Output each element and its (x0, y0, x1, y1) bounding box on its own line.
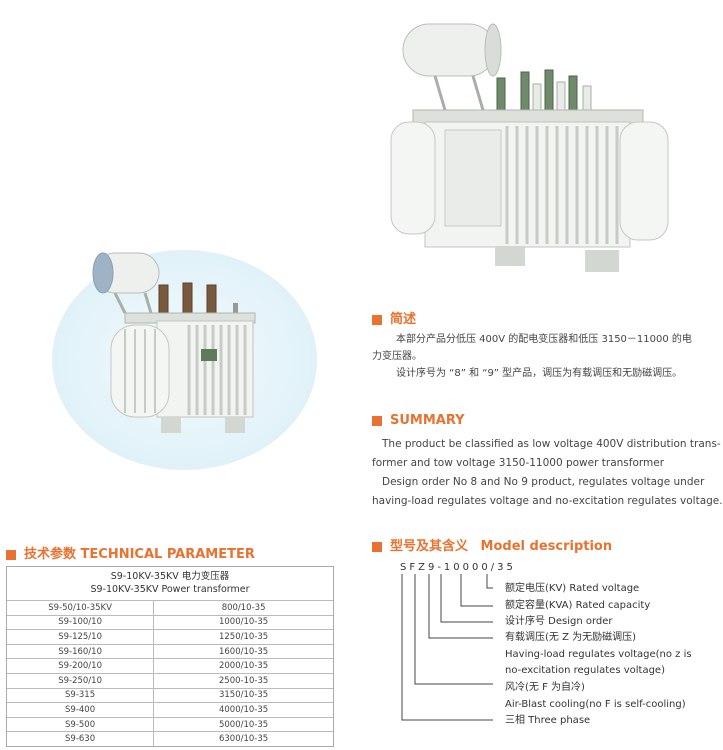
model-heading: 型号及其含义 Model description (372, 535, 612, 554)
capacity-cell: 6300/10-35 (153, 731, 333, 746)
model-cell: S9-100/10 (7, 614, 155, 630)
bullet-square-icon (6, 549, 16, 560)
label-onload-cn: 有载调压(无 Z 为无励磁调压) (505, 632, 637, 643)
intro-heading: 简述 (372, 308, 416, 327)
model-cell: S9-630 (7, 731, 155, 746)
label-cooling-cn: 风冷(无 F 为自冷) (505, 682, 585, 693)
summary-heading: SUMMARY (372, 413, 465, 428)
intro-paragraph-2: 设计序号为 “8” 和 “9” 型产品，调压为有载调压和无励磁调压。 (396, 368, 683, 379)
capacity-cell: 5000/10-35 (153, 716, 333, 732)
model-cell: S9-315 (7, 687, 155, 703)
model-cell: S9-400 (7, 702, 155, 718)
intro-text: 本部分产品分低压 400V 的配电变压器和低压 3150－11000 的电力变压… (372, 331, 698, 382)
model-cell: S9-125/10 (7, 629, 155, 645)
model-cell: S9-200/10 (7, 658, 155, 674)
label-rated-voltage: 额定电压(KV) Rated voltage (505, 583, 640, 594)
label-three-phase: 三相 Three phase (505, 715, 591, 726)
summary-line-2: former and tow voltage 3150-11000 power … (372, 457, 665, 469)
label-rated-capacity: 额定容量(KVA) Rated capacity (505, 600, 651, 611)
table-title-en: S9-10KV-35KV Power transformer (90, 584, 250, 595)
model-heading-en: Model description (480, 539, 613, 554)
capacity-cell: 2000/10-35 (153, 658, 333, 674)
summary-text: The product be classified as low voltage… (372, 435, 723, 511)
technical-table-container: S9-10KV-35KV 电力变压器 S9-10KV-35KV Power tr… (6, 566, 334, 747)
summary-line-3: Design order No 8 and No 9 product, regu… (382, 476, 705, 488)
capacity-cell: 4000/10-35 (153, 702, 333, 718)
model-cell: S9-500 (7, 716, 155, 732)
bullet-square-icon (372, 415, 382, 426)
bullet-square-icon (372, 314, 382, 325)
capacity-cell: 800/10-35 (153, 600, 333, 616)
model-heading-cn: 型号及其含义 (390, 539, 469, 554)
small-transformer-image (85, 245, 285, 455)
intro-paragraph-1: 本部分产品分低压 400V 的配电变压器和低压 3150－11000 的电力变压… (372, 334, 692, 362)
capacity-cell: 1250/10-35 (153, 629, 333, 645)
summary-line-4: having-load regulates voltage and no-exc… (372, 495, 723, 507)
bullet-square-icon (372, 541, 382, 552)
capacity-cell: 3150/10-35 (153, 687, 333, 703)
label-onload-en-2: no-excitation regulates voltage) (505, 665, 665, 676)
label-design-order: 设计序号 Design order (505, 616, 613, 627)
capacity-cell: 1000/10-35 (153, 614, 333, 630)
model-code-leader-lines (401, 574, 493, 721)
label-cooling-en: Air-Blast cooling(no F is self-cooling) (505, 699, 686, 710)
summary-line-1: The product be classified as low voltage… (382, 438, 721, 450)
technical-table-title: S9-10KV-35KV 电力变压器 S9-10KV-35KV Power tr… (7, 567, 333, 600)
capacity-cell: 1600/10-35 (153, 643, 333, 659)
technical-heading: 技术参数 TECHNICAL PARAMETER (6, 543, 255, 562)
model-cell: S9-250/10 (7, 672, 155, 689)
label-onload-en-1: Having-load regulates voltage(no z is (505, 649, 692, 660)
capacity-cell: 2500-10-35 (153, 672, 333, 689)
model-code: SFZ9-10000/35 (400, 562, 516, 573)
table-title-cn: S9-10KV-35KV 电力变压器 (110, 571, 230, 582)
model-cell: S9-50/10-35KV (7, 600, 155, 616)
large-transformer-image (385, 10, 675, 280)
model-cell: S9-160/10 (7, 643, 155, 659)
